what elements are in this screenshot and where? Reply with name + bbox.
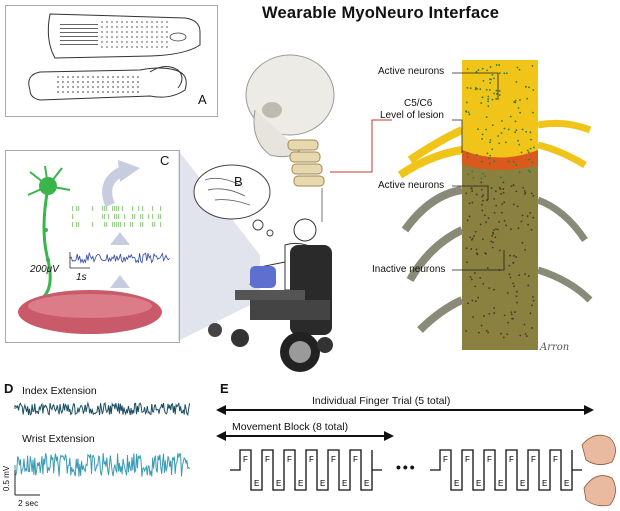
extend-letter: E [520,479,525,488]
muscle-illustration [18,290,162,334]
panel-label-d: D [4,381,14,396]
arm-electrode-grid [57,76,139,93]
wheelchair-user [208,218,333,372]
extend-hand-icon [583,475,616,507]
lesion-level-label: C5/C6 [404,98,433,109]
ellipsis: ••• [396,459,417,475]
index-extension-label: Index Extension [22,385,97,397]
amplitude-scale-label: 200μV [30,264,59,275]
thought-bubble [193,164,274,237]
extend-letter: E [542,479,547,488]
figure-title: Wearable MyoNeuro Interface [262,4,500,22]
panel-c-box [5,150,180,343]
up-arrow-icon [110,275,130,288]
extend-letter: E [564,479,569,488]
leader-line [452,250,505,271]
up-arrow-icon [110,232,130,245]
flex-letter: F [531,455,536,464]
panel-label-a: A [198,92,207,107]
extend-letter: E [364,479,369,488]
extend-letter: E [298,479,303,488]
active-neurons-top-label: Active neurons [378,66,445,77]
fe-letters: F E F E F E F E F E F E F E F E F E F E F E F E [243,455,569,488]
trial-label: Individual Finger Trial (5 total) [312,395,451,407]
flex-letter: F [509,455,514,464]
extend-letter: E [498,479,503,488]
arm-illustration [28,66,187,101]
extend-letter: E [476,479,481,488]
leader-line [452,185,489,200]
wrist-extension-label: Wrist Extension [22,433,95,445]
flex-letter: F [465,455,470,464]
lesion-level-sublabel: Level of lesion [380,110,444,121]
flex-letter: F [309,455,314,464]
leader-line [452,72,499,100]
flex-letter: F [287,455,292,464]
panel-label-b: B [234,174,243,189]
flex-hand-icon [581,434,616,465]
lesion-pointer-line [330,119,392,173]
block-waveform-left [230,449,382,491]
neuron-illustration [27,165,71,302]
flex-letter: F [265,455,270,464]
flex-letter: F [243,455,248,464]
extend-letter: E [342,479,347,488]
neuron-dots [465,64,535,339]
spinal-cord [397,60,593,350]
block-arrow [216,431,394,441]
extend-letter: E [254,479,259,488]
flex-letter: F [443,455,448,464]
trial-arrow [216,405,594,415]
panel-label-e: E [220,381,229,396]
artist-signature: Arron [540,342,570,353]
index-extension-trace [14,401,191,416]
block-waveform-right [430,449,582,491]
active-neurons-mid-label: Active neurons [378,180,445,191]
extend-letter: E [276,479,281,488]
wrist-extension-trace [14,453,190,477]
flex-letter: F [487,455,492,464]
extend-letter: E [320,479,325,488]
time-scale-label: 1s [76,272,87,283]
flex-letter: F [553,455,558,464]
extend-letter: E [454,479,459,488]
decoded-spike-pattern [72,206,162,227]
sleeve-electrode-grid [101,21,168,48]
emg-signal-trace [69,251,170,264]
cervical-spine [287,139,325,187]
flex-letter: F [331,455,336,464]
leader-line [452,119,463,153]
panel-label-c: C [160,153,170,168]
flex-letter: F [353,455,358,464]
inactive-neurons-label: Inactive neurons [372,264,446,275]
y-scale-label: 0.5 mV [2,465,12,492]
sleeve-illustration [47,13,201,59]
block-label: Movement Block (8 total) [232,421,349,433]
x-scale-label: 2 sec [18,498,39,508]
